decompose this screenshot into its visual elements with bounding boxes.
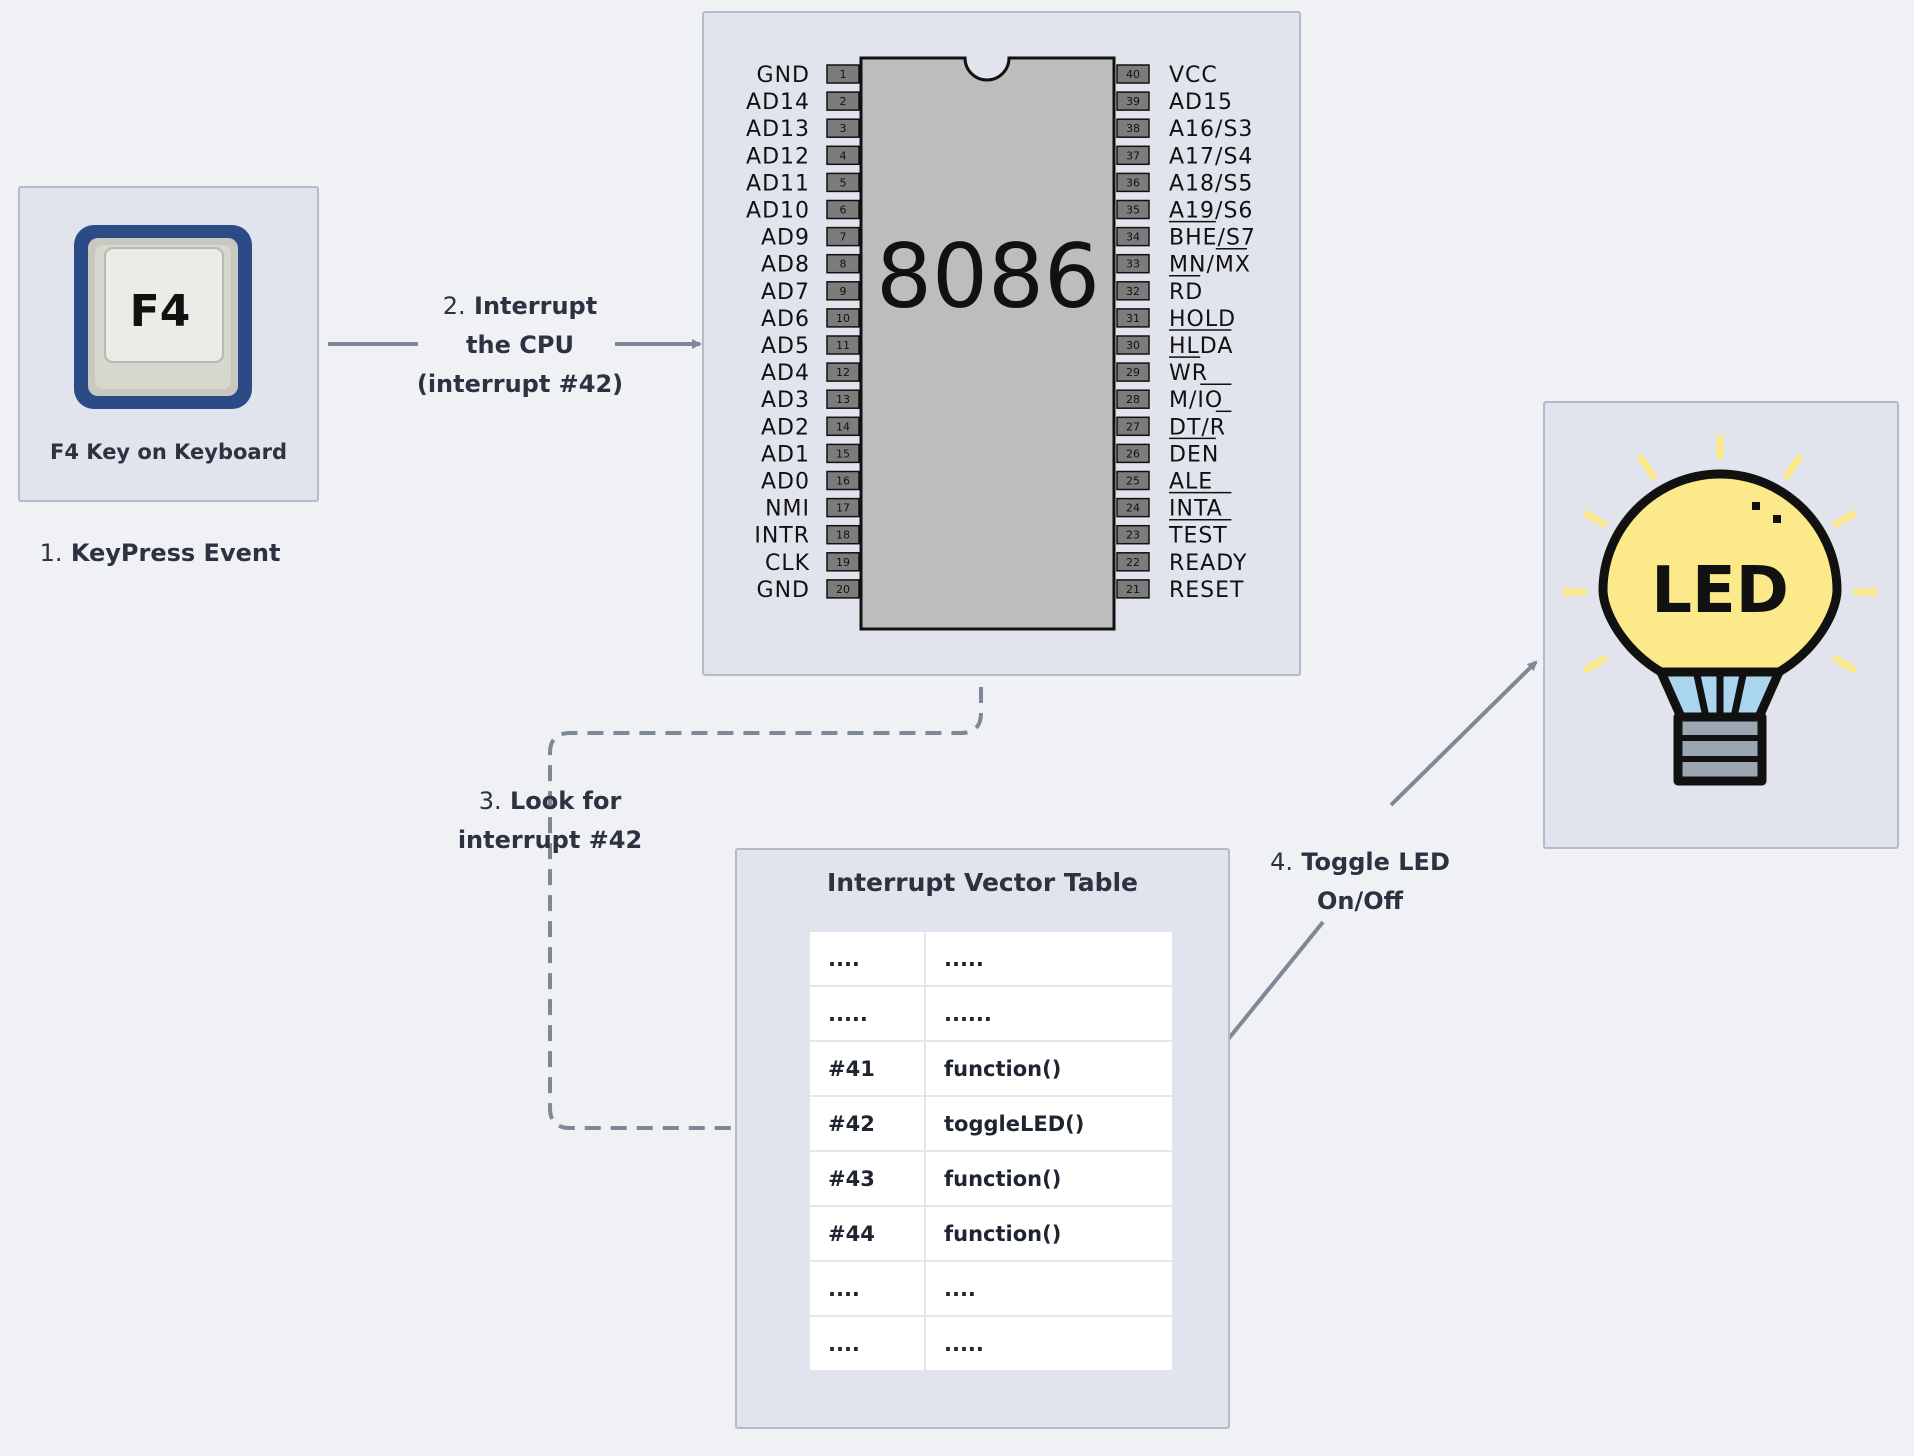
- step-3-line2: interrupt #42: [457, 826, 643, 854]
- led-panel: [1543, 401, 1899, 849]
- step-1-text: KeyPress Event: [70, 539, 281, 567]
- ivt-vector-cell: #41: [810, 1042, 926, 1097]
- arrow-cpu-to-table: [548, 687, 983, 1133]
- ivt-handler-cell: function(): [926, 1042, 1172, 1097]
- ivt-vector-cell: #43: [810, 1152, 926, 1207]
- table-row: .........: [810, 1317, 1172, 1370]
- step-2-line1: Interrupt: [474, 292, 598, 320]
- step-1-number: 1.: [39, 539, 63, 567]
- step-4-number: 4.: [1270, 848, 1294, 876]
- ivt-vector-cell: ....: [810, 1262, 926, 1317]
- step-4-label: 4. Toggle LED On/Off: [1240, 843, 1480, 921]
- ivt-handler-cell: toggleLED(): [926, 1097, 1172, 1152]
- step-4-line2: On/Off: [1316, 887, 1404, 915]
- ivt-vector-cell: ....: [810, 1317, 926, 1370]
- step-3-line1: Look for: [509, 787, 622, 815]
- ivt-title: Interrupt Vector Table: [826, 868, 1139, 897]
- step-3-label: 3. Look for interrupt #42: [430, 782, 670, 860]
- table-row: ........: [810, 1262, 1172, 1317]
- ivt-vector-cell: #42: [810, 1097, 926, 1152]
- cpu-panel: [702, 11, 1301, 676]
- step-2-line3: (interrupt #42): [416, 370, 624, 398]
- ivt-handler-cell: .....: [944, 1331, 984, 1356]
- step-3-number: 3.: [478, 787, 502, 815]
- ivt-handler-cell: .....: [926, 932, 1172, 987]
- step-2-label: 2. Interrupt the CPU (interrupt #42): [405, 287, 635, 404]
- ivt-vector-cell: ....: [810, 932, 926, 987]
- ivt-vector-cell: .....: [810, 987, 926, 1042]
- ivt-vector-cell: #44: [810, 1207, 926, 1262]
- table-row: .........: [810, 932, 1172, 987]
- step-2-number: 2.: [442, 292, 466, 320]
- step-1-label: 1. KeyPress Event: [30, 534, 290, 573]
- ivt-handler-cell: function(): [926, 1152, 1172, 1207]
- ivt-handler-cell: ......: [926, 987, 1172, 1042]
- table-row: ...........: [810, 987, 1172, 1042]
- step-4-line1: Toggle LED: [1301, 848, 1450, 876]
- keyboard-caption: F4 Key on Keyboard: [50, 440, 287, 464]
- ivt-handler-cell: function(): [926, 1207, 1172, 1262]
- step-2-line2: the CPU: [466, 331, 574, 359]
- ivt-handler-cell: ....: [926, 1262, 1172, 1317]
